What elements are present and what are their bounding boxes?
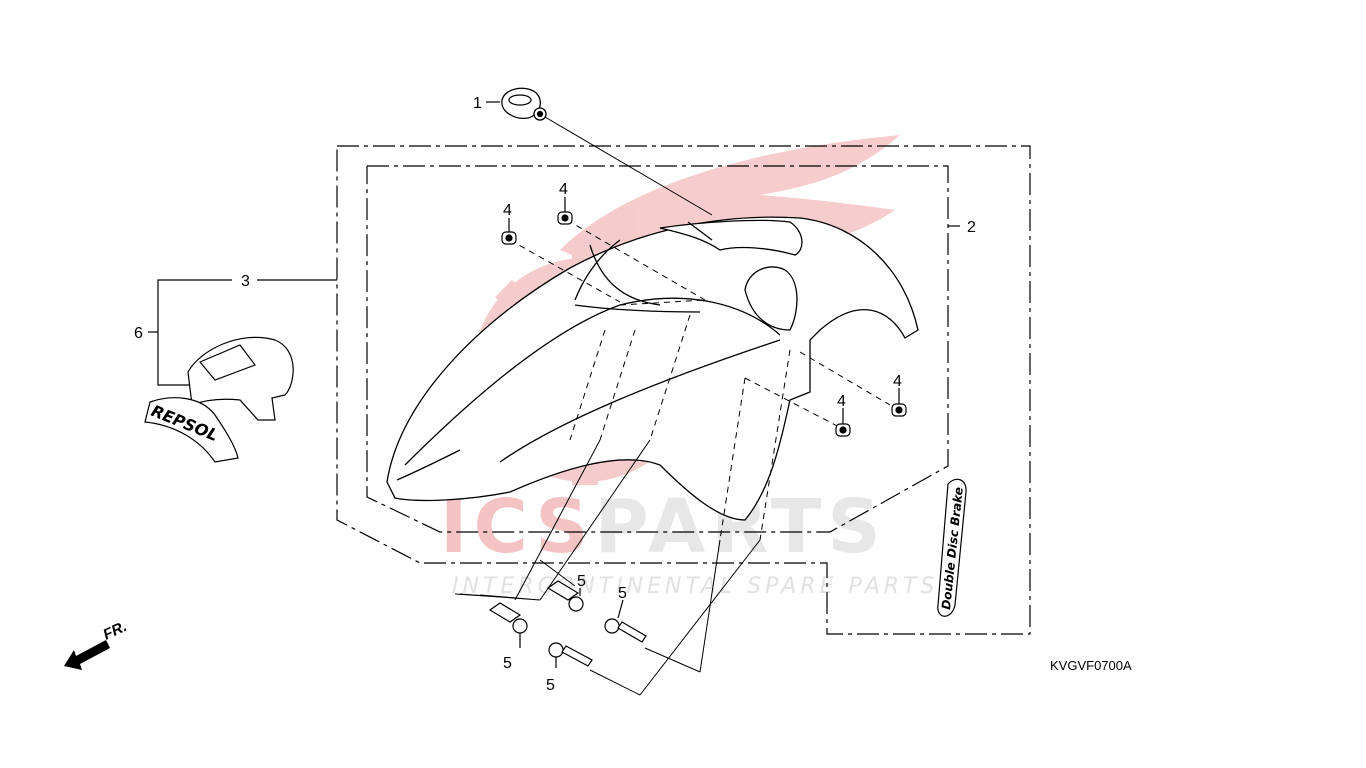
part-1-hose-clip bbox=[501, 87, 547, 121]
callout-ticks bbox=[148, 101, 960, 668]
front-fender bbox=[386, 216, 919, 521]
front-arrow-icon bbox=[64, 640, 110, 670]
bolt bbox=[546, 580, 584, 612]
callout-5: 5 bbox=[503, 655, 512, 672]
front-direction-label: FR. bbox=[101, 618, 130, 644]
callout-5: 5 bbox=[546, 677, 555, 694]
callout-4: 4 bbox=[559, 181, 568, 198]
callout-4: 4 bbox=[837, 393, 846, 410]
solid-leaders bbox=[454, 116, 761, 696]
diagram-code: KVGVF0700A bbox=[1050, 658, 1132, 673]
callout-4: 4 bbox=[503, 202, 512, 219]
callout-6: 6 bbox=[134, 325, 143, 342]
assembly-outline-outer bbox=[336, 145, 1031, 635]
callout-4: 4 bbox=[893, 373, 902, 390]
grommet bbox=[835, 423, 851, 437]
side-decal: Double Disc Brake bbox=[937, 478, 967, 617]
callout-5: 5 bbox=[618, 585, 627, 602]
front-direction-indicator: FR. bbox=[64, 618, 130, 670]
bolt bbox=[604, 618, 647, 643]
watermark-tagline: INTERCONTINENTAL SPARE PARTS bbox=[452, 574, 938, 599]
callout-1: 1 bbox=[473, 95, 482, 112]
bolt bbox=[488, 602, 528, 634]
svg-text:ICSPARTS: ICSPARTS bbox=[440, 484, 887, 570]
grommet bbox=[891, 403, 907, 417]
assembly-outline-inner bbox=[366, 165, 949, 533]
grommet bbox=[557, 211, 573, 225]
grommet bbox=[501, 231, 517, 245]
part-4-grommets bbox=[501, 211, 907, 437]
part-6-repsol-decal: REPSOL bbox=[144, 336, 294, 463]
callout-2: 2 bbox=[967, 219, 976, 236]
dashed-leaders bbox=[509, 219, 891, 541]
part-5-bolts bbox=[488, 580, 647, 667]
callouts: 1 2 3 6 4 4 4 4 5 5 5 5 bbox=[134, 95, 976, 694]
callout-3: 3 bbox=[241, 273, 250, 290]
callout-5: 5 bbox=[577, 573, 586, 590]
